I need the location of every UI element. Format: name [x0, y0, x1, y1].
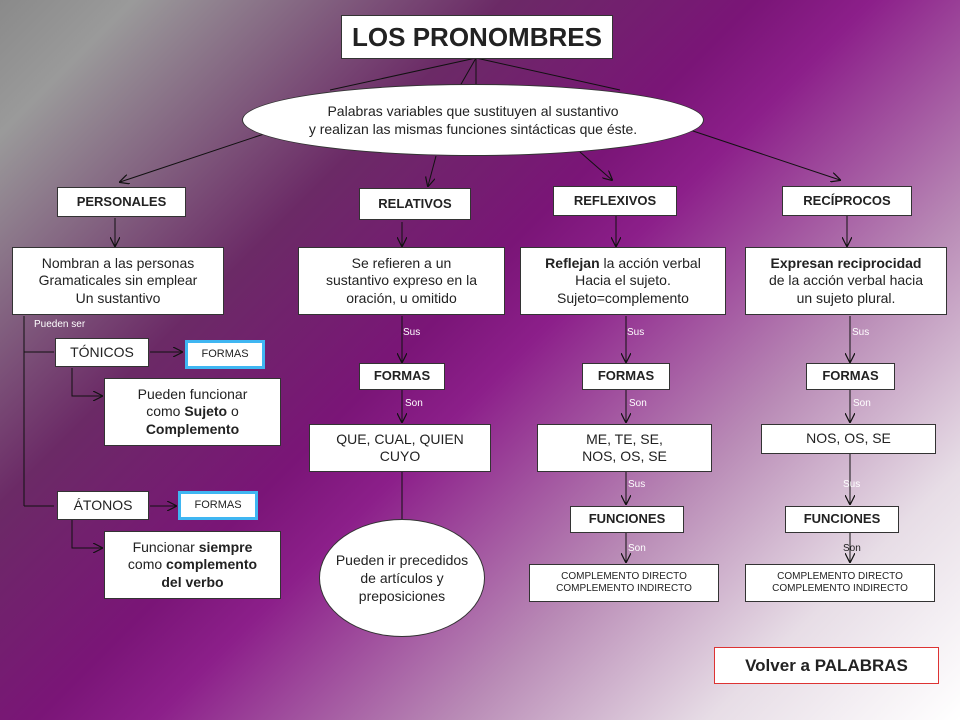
formas-reciprocos: FORMAS [806, 363, 895, 390]
desc-reflexivos-l2: Hacia el sujeto. [575, 272, 671, 289]
desc-personales-l1: Nombran a las personas [41, 254, 195, 271]
desc-reciprocos-l2: de la acción verbal hacia [768, 272, 924, 289]
forms-reciprocos: NOS, OS, SE [761, 424, 936, 454]
page-title: LOS PRONOMBRES [341, 15, 613, 59]
atonos-desc-l2a: como [127, 556, 167, 573]
desc-tonicos: Pueden funcionar como Sujeto o Complemen… [104, 378, 281, 446]
forms-relativos-l2: CUYO [379, 448, 421, 464]
desc-relativos-l1: Se refieren a un [351, 254, 452, 271]
desc-reciprocos-l3: un sujeto plural. [796, 289, 896, 306]
label-son-reciprocos: Son [853, 398, 871, 409]
tonicos-desc-l2c: o [227, 403, 239, 420]
category-relativos: RELATIVOS [359, 188, 471, 220]
button-formas-tonicos[interactable]: FORMAS [185, 340, 265, 369]
complementos-reciprocos-l2: COMPLEMENTO INDIRECTO [772, 583, 908, 594]
complementos-reflexivos: COMPLEMENTO DIRECTO COMPLEMENTO INDIRECT… [529, 564, 719, 602]
tonicos-desc-sujeto: Sujeto [184, 403, 228, 420]
desc-personales-l2: Gramaticales sin emplear [38, 272, 198, 289]
atonos-desc-complemento: complemento [166, 556, 258, 573]
desc-reciprocos: Expresan reciprocidad de la acción verba… [745, 247, 947, 315]
definition-line-2: y realizan las mismas funciones sintácti… [308, 121, 638, 137]
back-to-palabras-button[interactable]: Volver a PALABRAS [714, 647, 939, 684]
label-pueden-ser: Pueden ser [34, 319, 86, 330]
label-son-reflexivos-2: Son [628, 543, 646, 554]
box-atonos: ÁTONOS [57, 491, 149, 520]
desc-reflexivos-l1: la acción verbal [599, 254, 701, 271]
desc-reflexivos-bold: Reflejan [545, 254, 600, 271]
forms-reflexivos-l1: ME, TE, SE, [586, 430, 663, 447]
tonicos-desc-l2a: como [146, 403, 185, 420]
forms-relativos: QUE, CUAL, QUIEN CUYO [309, 424, 491, 472]
label-sus-reciprocos-2: Sus [843, 479, 861, 490]
desc-personales: Nombran a las personas Gramaticales sin … [12, 247, 224, 315]
desc-relativos-l2: sustantivo expreso en la [326, 272, 477, 289]
definition-ellipse: Palabras variables que sustituyen al sus… [242, 84, 704, 156]
desc-reflexivos-l3: Sujeto=complemento [557, 289, 689, 306]
formas-relativos: FORMAS [359, 363, 445, 390]
desc-relativos-l3: oración, u omitido [346, 289, 457, 306]
relativos-note-l2: de artículos y [360, 569, 444, 586]
complementos-reflexivos-l1: COMPLEMENTO DIRECTO [561, 570, 687, 582]
tonicos-desc-complemento: Complemento [145, 420, 240, 437]
complementos-reciprocos: COMPLEMENTO DIRECTO COMPLEMENTO INDIRECT… [745, 564, 935, 602]
button-formas-atonos[interactable]: FORMAS [178, 491, 258, 520]
desc-atonos: Funcionar siempre como complemento del v… [104, 531, 281, 599]
atonos-desc-verbo: del verbo [161, 573, 224, 590]
forms-relativos-l1: QUE, CUAL, QUIEN [336, 430, 464, 447]
atonos-desc-l1a: Funcionar [132, 538, 199, 555]
desc-reflexivos: Reflejan la acción verbal Hacia el sujet… [520, 247, 726, 315]
category-personales: PERSONALES [57, 187, 186, 217]
label-sus-reflexivos: Sus [627, 327, 645, 338]
desc-reciprocos-bold: Expresan reciprocidad [770, 254, 922, 271]
label-son-reciprocos-2: Son [843, 543, 861, 554]
tonicos-desc-l1: Pueden funcionar [137, 385, 248, 402]
label-sus-reflexivos-2: Sus [628, 479, 646, 490]
funciones-reflexivos: FUNCIONES [570, 506, 684, 533]
label-sus-relativos: Sus [403, 327, 421, 338]
relativos-note-l1: Pueden ir precedidos [335, 551, 469, 568]
label-sus-reciprocos: Sus [852, 327, 870, 338]
formas-reflexivos: FORMAS [582, 363, 670, 390]
definition-line-1: Palabras variables que sustituyen al sus… [327, 102, 619, 119]
category-reciprocos: RECÍPROCOS [782, 186, 912, 216]
relativos-note-l3: preposiciones [358, 588, 446, 605]
forms-reflexivos: ME, TE, SE, NOS, OS, SE [537, 424, 712, 472]
relativos-note-ellipse: Pueden ir precedidos de artículos y prep… [319, 519, 485, 637]
desc-relativos: Se refieren a un sustantivo expreso en l… [298, 247, 505, 315]
complementos-reflexivos-l2: COMPLEMENTO INDIRECTO [556, 583, 692, 594]
category-reflexivos: REFLEXIVOS [553, 186, 677, 216]
desc-personales-l3: Un sustantivo [75, 289, 161, 306]
funciones-reciprocos: FUNCIONES [785, 506, 899, 533]
atonos-desc-siempre: siempre [198, 538, 253, 555]
complementos-reciprocos-l1: COMPLEMENTO DIRECTO [777, 570, 903, 582]
label-son-reflexivos: Son [629, 398, 647, 409]
label-son-relativos: Son [405, 398, 423, 409]
box-tonicos: TÓNICOS [55, 338, 149, 367]
forms-reflexivos-l2: NOS, OS, SE [582, 448, 667, 464]
